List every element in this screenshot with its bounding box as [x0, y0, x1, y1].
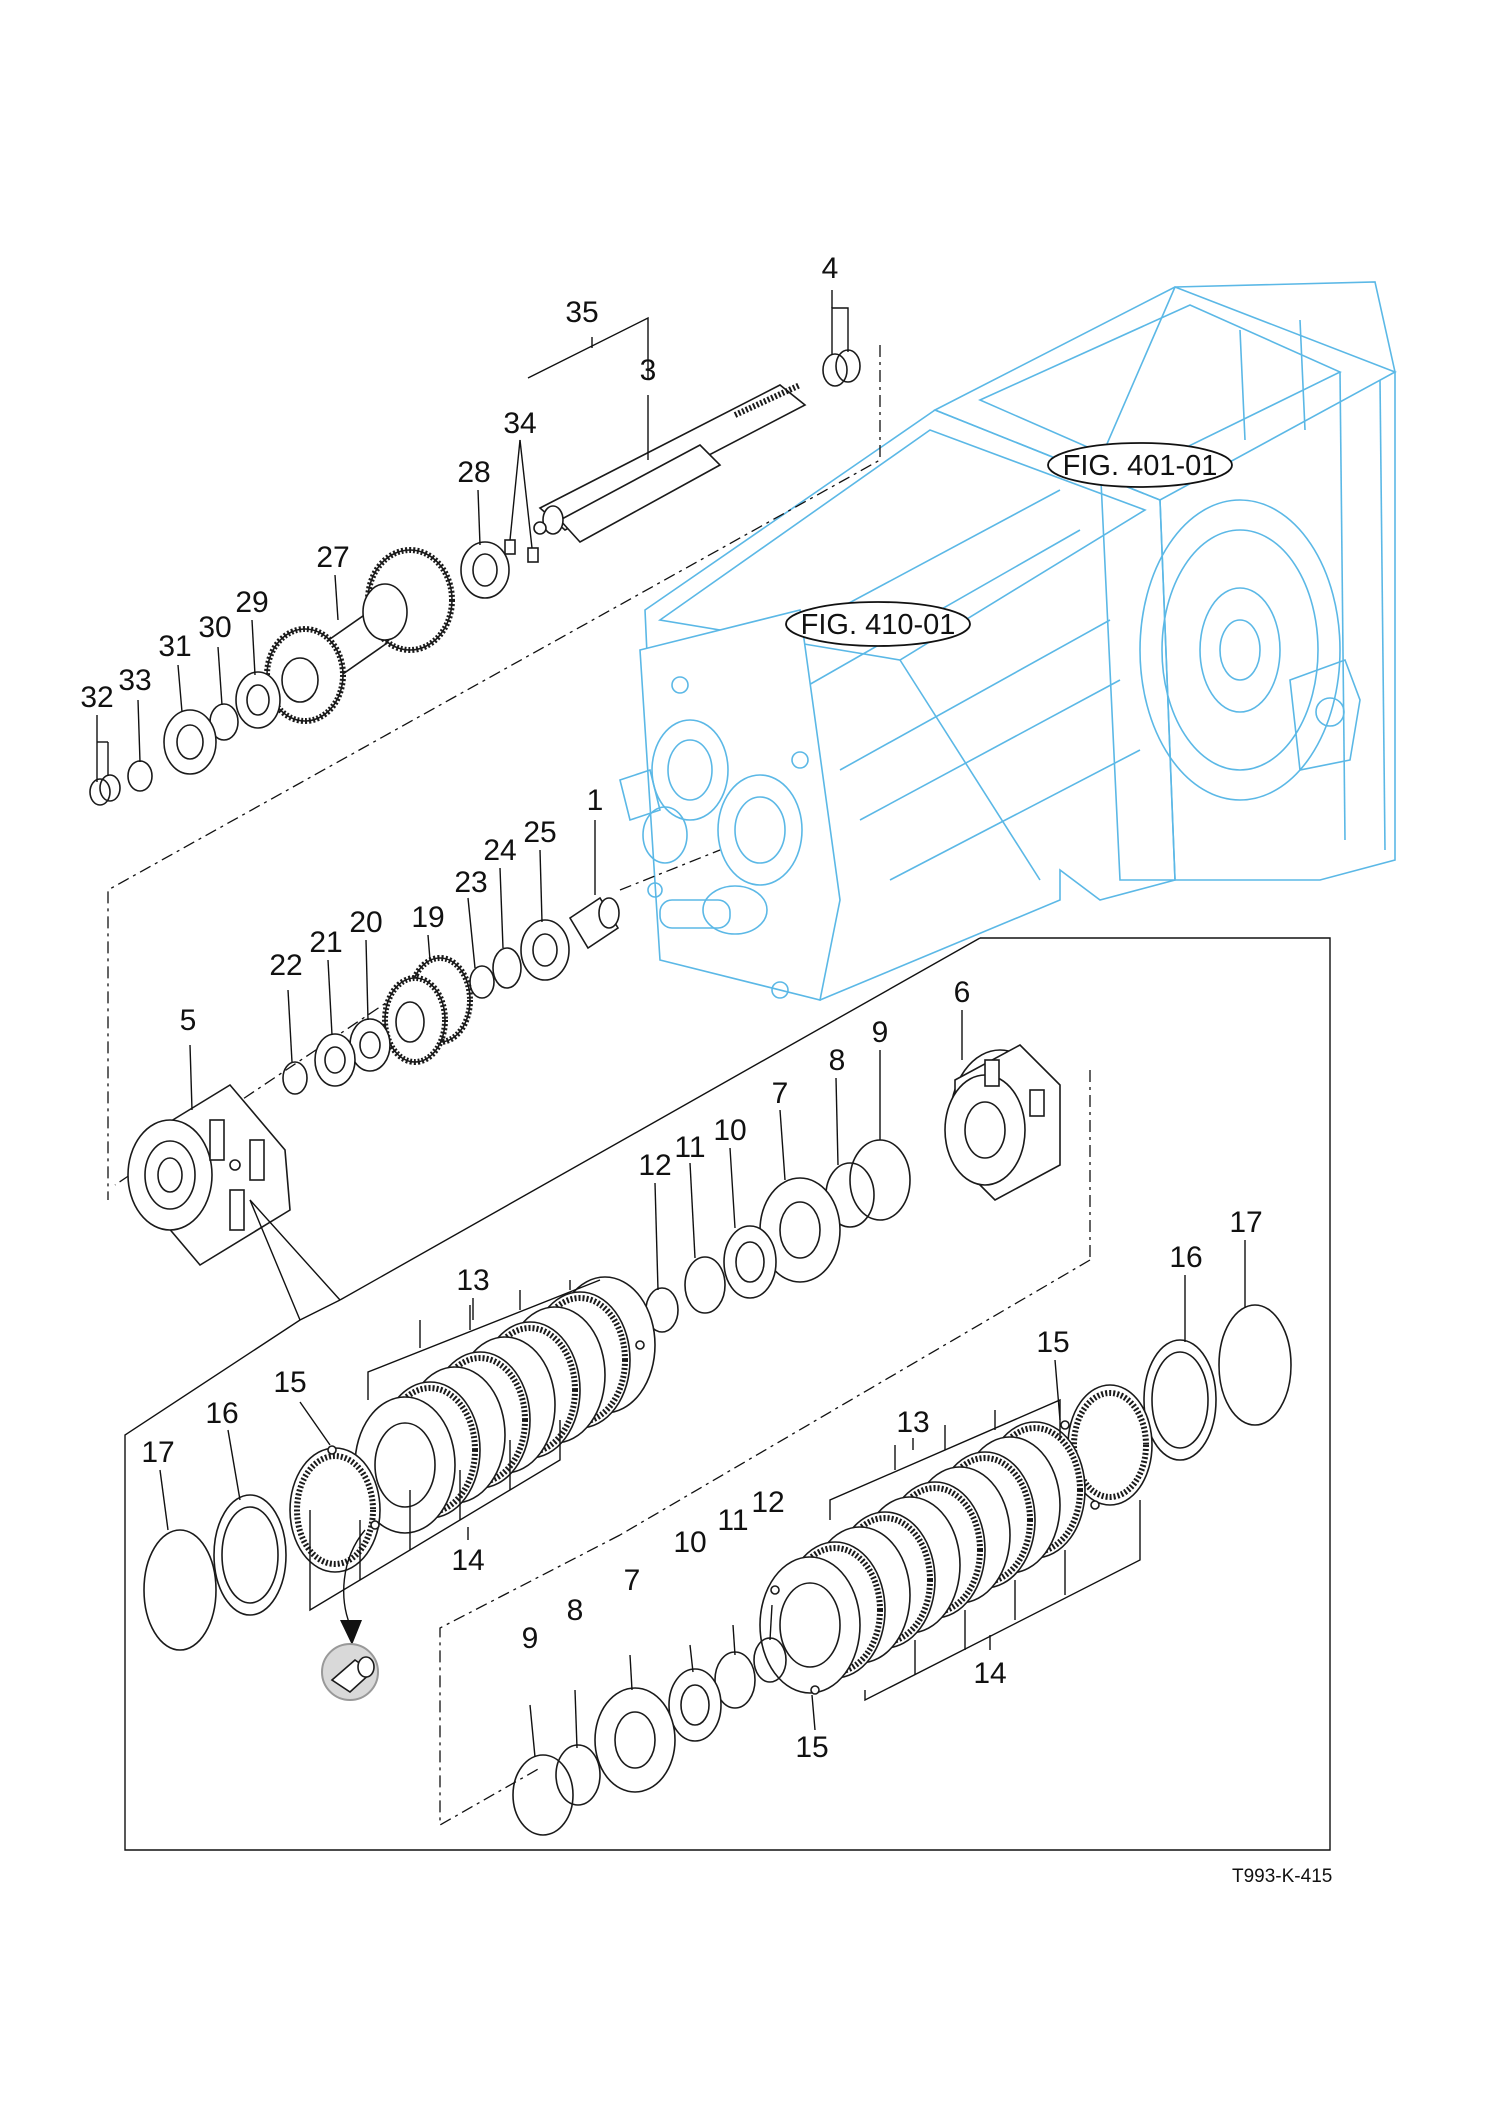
lower-piston-group	[512, 1637, 787, 1836]
callout-32: 32	[80, 681, 113, 714]
callout-27: 27	[316, 541, 349, 574]
callout-25: 25	[523, 816, 556, 849]
callout-9-lower: 9	[522, 1622, 539, 1655]
callout-labels: 4 35 3 34 28 27 29 30 31 33 32 1 25 24 2…	[80, 252, 1262, 1764]
lower-clutch-pack	[759, 1420, 1100, 1695]
clutch-housing-5	[127, 1083, 291, 1267]
fig-410-reference[interactable]: FIG. 410-01	[785, 601, 971, 647]
upper-clutch-pack	[143, 1276, 656, 1651]
callout-23: 23	[454, 866, 487, 899]
middle-shaft-assembly	[114, 849, 721, 1186]
callout-11-lower: 11	[717, 1504, 748, 1537]
callout-12-lower: 12	[751, 1486, 784, 1519]
clutch-detail-frame	[124, 937, 1331, 1851]
callout-16-lower: 16	[1169, 1241, 1202, 1274]
transmission-housing	[619, 281, 1397, 1001]
fig-410-label: FIG. 410-01	[801, 609, 956, 641]
figure-code: T993-K-415	[1232, 1866, 1332, 1887]
callout-1: 1	[587, 784, 604, 817]
callout-35: 35	[565, 296, 598, 329]
callout-4: 4	[822, 252, 839, 285]
callout-9-upper: 9	[872, 1016, 889, 1049]
callout-33: 33	[118, 664, 151, 697]
clutch-drum-6	[944, 1044, 1061, 1201]
callout-5: 5	[180, 1004, 197, 1037]
callout-24: 24	[483, 834, 516, 867]
fig-401-label: FIG. 401-01	[1063, 450, 1218, 482]
callout-15-lower: 15	[795, 1731, 828, 1764]
callout-11-upper: 11	[674, 1131, 705, 1164]
callout-30: 30	[198, 611, 231, 644]
callout-14-upper: 14	[451, 1544, 484, 1577]
upper-shaft-assembly	[89, 345, 881, 1200]
callout-19: 19	[411, 901, 444, 934]
detail-zoom	[321, 1529, 379, 1701]
callout-7-lower: 7	[624, 1564, 641, 1597]
callout-7-upper: 7	[772, 1077, 789, 1110]
fig-401-reference[interactable]: FIG. 401-01	[1047, 442, 1233, 488]
callout-15-upper: 15	[273, 1366, 306, 1399]
callout-16-upper: 16	[205, 1397, 238, 1430]
callout-29: 29	[235, 586, 268, 619]
callout-31: 31	[158, 630, 191, 663]
callout-15-lower-right: 15	[1036, 1326, 1069, 1359]
upper-piston-group	[645, 1139, 911, 1333]
callout-22: 22	[269, 949, 302, 982]
callout-21: 21	[309, 926, 342, 959]
callout-10-lower: 10	[673, 1526, 706, 1559]
callout-10-upper: 10	[713, 1114, 746, 1147]
leader-lines	[96, 290, 1246, 1758]
callout-14-lower: 14	[973, 1657, 1006, 1690]
callout-6: 6	[954, 976, 971, 1009]
callout-13-lower: 13	[896, 1406, 929, 1439]
callout-8-lower: 8	[567, 1594, 584, 1627]
callout-17-upper: 17	[141, 1436, 174, 1469]
callout-12-upper: 12	[638, 1149, 671, 1182]
callout-28: 28	[457, 456, 490, 489]
callout-3: 3	[640, 354, 657, 387]
callout-13-upper: 13	[456, 1264, 489, 1297]
callout-8-upper: 8	[829, 1044, 846, 1077]
lower-retaining-parts	[1067, 1304, 1292, 1506]
callout-34: 34	[503, 407, 536, 440]
callout-20: 20	[349, 906, 382, 939]
callout-17-lower: 17	[1229, 1206, 1262, 1239]
